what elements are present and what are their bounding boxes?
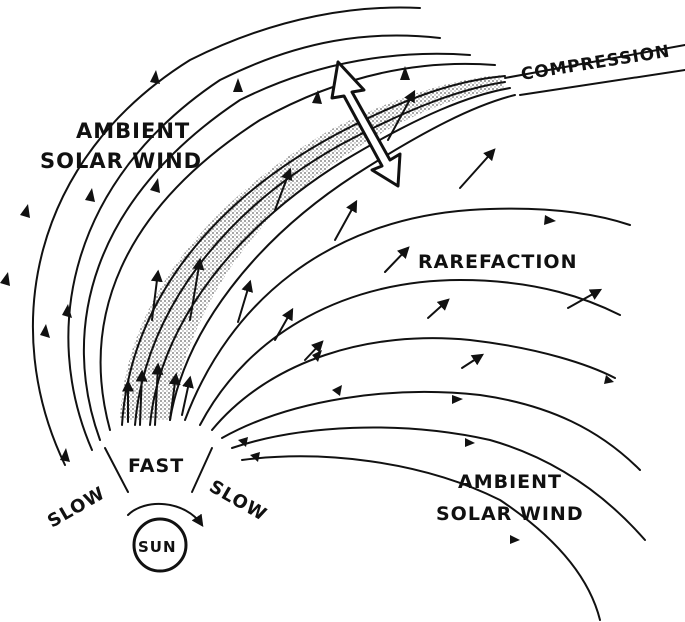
compression-double-arrow	[330, 60, 402, 188]
slow-right-label: SLOW	[206, 476, 271, 526]
ambient-top-label-2: SOLAR WIND	[40, 149, 202, 173]
ambient-bottom-label-1: AMBIENT	[458, 471, 562, 493]
sun-circle	[132, 517, 188, 573]
field-direction-arrows-top	[0, 66, 410, 462]
compression-label: COMPRESSION	[520, 42, 672, 85]
ambient-bottom-label-2: SOLAR WIND	[436, 503, 584, 525]
sun-region	[104, 447, 213, 573]
sun-rotation-arrow	[127, 502, 204, 527]
slow-fast-divider-left	[104, 447, 129, 493]
ambient-field-lines-top	[32, 6, 496, 466]
compression-band-lines	[121, 44, 685, 426]
slow-fast-divider-right	[191, 447, 213, 493]
rarefaction-label: RAREFACTION	[418, 251, 577, 273]
fast-label: FAST	[128, 455, 184, 477]
compression-region	[120, 75, 505, 420]
slow-left-label: SLOW	[44, 483, 109, 533]
ambient-top-label-1: AMBIENT	[76, 119, 190, 143]
ambient-field-lines-bottom	[184, 207, 646, 621]
sun-label: SUN	[138, 538, 177, 556]
flow-velocity-arrows	[122, 89, 603, 426]
